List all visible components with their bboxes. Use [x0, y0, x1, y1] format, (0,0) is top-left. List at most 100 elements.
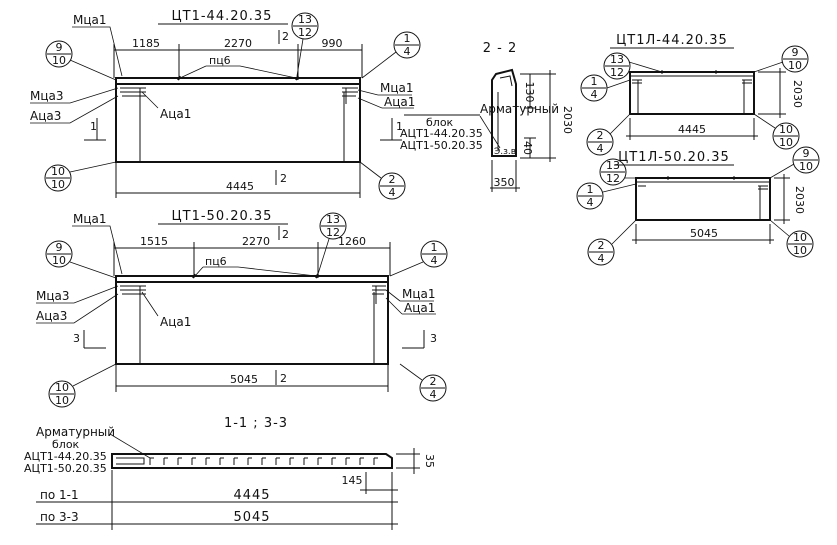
leader-mca1-right: [357, 89, 412, 96]
svg-text:13: 13: [610, 53, 624, 66]
node-2-4: 24: [359, 161, 406, 200]
node-2-4: 24: [586, 113, 631, 156]
dim-40: 40: [521, 141, 534, 155]
rebar-tick: [303, 457, 308, 465]
elevation-ct1-50: ЦТ1-50.20.35 2 1515 2270 1260 пц6 5045 2…: [36, 209, 448, 408]
leader-aca1: [141, 291, 159, 317]
rebar-tick: [345, 457, 350, 465]
rebar-tick: [247, 457, 252, 465]
dim-width: 4445: [678, 123, 706, 136]
axis-mark-bottom: 2: [280, 172, 287, 185]
label-mca1-right: Мца1: [380, 81, 414, 95]
rebar-tick: [233, 457, 238, 465]
details: [638, 176, 768, 190]
axis-mark: 2: [282, 30, 289, 43]
dim-width: 5045: [690, 227, 718, 240]
svg-text:10: 10: [55, 381, 69, 394]
label-block-act1-50: АЦТ1-50.20.35: [24, 462, 107, 475]
loop: [177, 75, 181, 81]
rebar-tick: [219, 457, 224, 465]
section-plate: [111, 453, 393, 469]
node-1-4: 14: [580, 74, 631, 102]
section-arrow-right: [380, 118, 402, 141]
section-mark-left: 1: [90, 120, 97, 133]
label-pc6: пц6: [205, 255, 227, 268]
title-ct1l-50: ЦТ1Л-50.20.35: [618, 150, 730, 165]
label-small: Э.з.в: [494, 147, 516, 157]
label-aca1: Аца1: [160, 315, 191, 329]
anchor-right: [342, 87, 358, 104]
svg-text:10: 10: [793, 231, 807, 244]
node-9-10: 910: [45, 40, 117, 81]
section-mark-right: 3: [430, 332, 437, 345]
svg-text:10: 10: [799, 160, 813, 173]
anchor-left: [120, 285, 146, 300]
svg-text:13: 13: [606, 159, 620, 172]
svg-text:10: 10: [779, 136, 793, 149]
rebar-tick: [177, 457, 182, 465]
axis-mark-bottom: 2: [280, 372, 287, 385]
details: [632, 70, 752, 84]
svg-text:2: 2: [598, 239, 605, 252]
title-section-2-2: 2 - 2: [483, 41, 518, 56]
panel-body: [115, 275, 389, 365]
leader-mca1-right: [385, 289, 434, 302]
label-block-act1-44: АЦТ1-44.20.35: [24, 450, 107, 463]
svg-text:1: 1: [431, 241, 438, 254]
svg-text:12: 12: [606, 172, 620, 185]
leader-aca1: [141, 91, 159, 109]
svg-text:12: 12: [610, 66, 624, 79]
section-2-2: 2 - 2 Э.з.в Арматурный блок АЦТ1-44.20.3…: [400, 41, 574, 192]
svg-text:12: 12: [326, 226, 340, 239]
node-1-4: 14: [576, 182, 637, 210]
title-section-1-1: 1-1 ; 3-3: [224, 416, 288, 431]
node-2-4: 24: [587, 219, 637, 266]
rebar-tick: [261, 457, 266, 465]
panel-body: [115, 77, 361, 163]
label-block-act1-44: АЦТ1-44.20.35: [400, 127, 483, 140]
section-rebar: [497, 75, 513, 150]
dim-2270: 2270: [242, 235, 270, 248]
label-mca1-left: Мца1: [73, 13, 107, 27]
svg-text:1: 1: [587, 183, 594, 196]
svg-text:10: 10: [779, 123, 793, 136]
row1-value: 4445: [233, 488, 270, 503]
svg-text:10: 10: [793, 244, 807, 257]
label-mca3: Мца3: [30, 89, 64, 103]
svg-text:2: 2: [430, 375, 437, 388]
dim-1260: 1260: [338, 235, 366, 248]
label-block-2: блок: [426, 116, 454, 129]
cross-section-profile: [491, 68, 517, 157]
dim-5045: 5045: [230, 373, 258, 386]
label-aca3: Аца3: [30, 109, 61, 123]
svg-text:4: 4: [431, 254, 438, 267]
leader-block: [479, 115, 501, 149]
svg-text:13: 13: [326, 213, 340, 226]
svg-text:10: 10: [55, 394, 69, 407]
svg-text:4: 4: [597, 142, 604, 155]
dim-height: 2030: [793, 186, 806, 214]
node-9-10: 910: [45, 240, 117, 279]
elevation-ct1-44: ЦТ1-44.20.35 2 1185 2270 990 пц6 4445 2: [30, 9, 421, 200]
svg-text:10: 10: [51, 178, 65, 191]
label-block: Арматурный: [480, 102, 559, 116]
label-mca3: Мца3: [36, 289, 70, 303]
label-aca3: Аца3: [36, 309, 67, 323]
section-arrow-left: [83, 330, 106, 349]
label-block-2: блок: [52, 438, 80, 451]
anchor-left: [120, 87, 146, 100]
svg-text:9: 9: [56, 241, 63, 254]
row1-label: по 1-1: [40, 488, 79, 502]
rebar-tick: [191, 457, 196, 465]
leader-mca1: [72, 26, 123, 77]
axis-mark: 2: [282, 228, 289, 241]
rebar-tick: [317, 457, 322, 465]
svg-text:10: 10: [51, 165, 65, 178]
label-block-act1-50: АЦТ1-50.20.35: [400, 139, 483, 152]
